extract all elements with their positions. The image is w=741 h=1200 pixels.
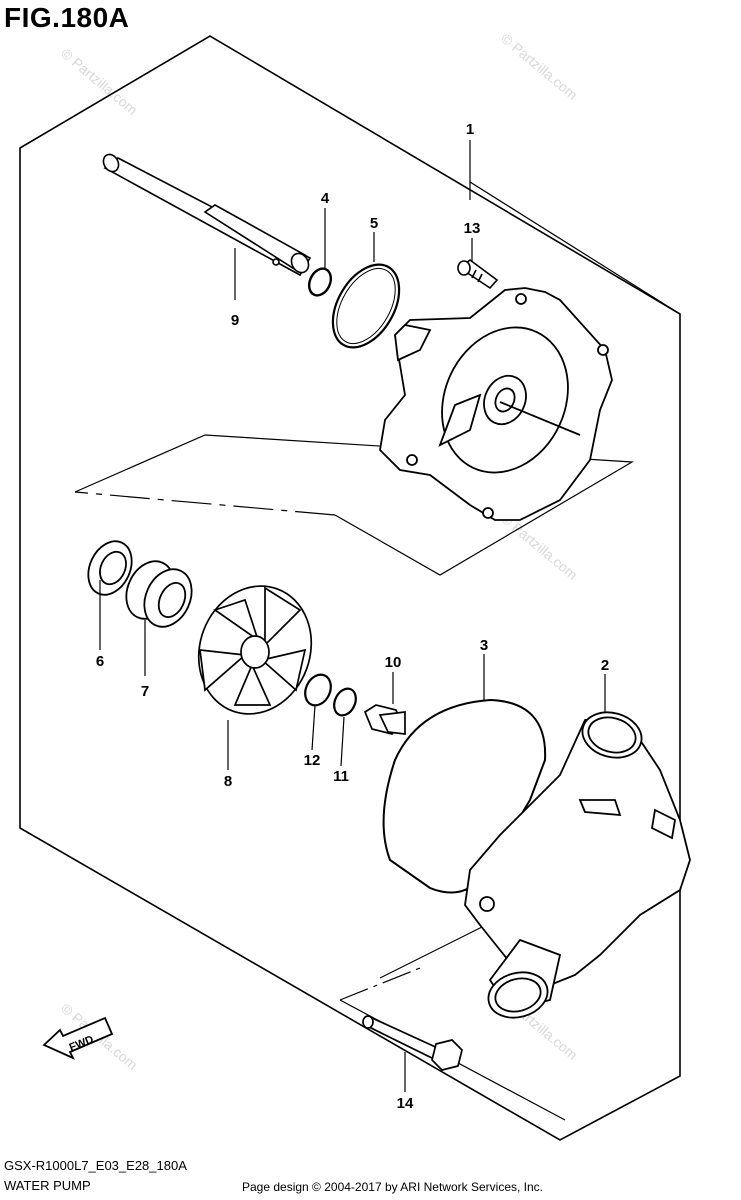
callout-10: 10 — [385, 654, 402, 671]
callout-14: 14 — [397, 1095, 414, 1112]
pump-body-part — [464, 711, 691, 1019]
assembly-boundary — [19, 35, 681, 1141]
leader-lines — [99, 140, 606, 1092]
bolt-part — [363, 704, 406, 735]
subassembly-lines — [74, 180, 681, 1121]
long-bolt-part — [362, 1015, 463, 1071]
impeller-part — [197, 585, 313, 715]
callout-11: 11 — [333, 768, 349, 785]
pump-cover-part — [379, 287, 613, 521]
callout-12: 12 — [304, 752, 321, 769]
callout-9: 9 — [231, 312, 239, 329]
figure-subtitle: WATER PUMP — [4, 1178, 91, 1193]
watermark: © Partzilla.com — [58, 45, 141, 118]
gasket-part — [382, 698, 547, 894]
callout-8: 8 — [224, 773, 232, 790]
copyright-notice: Page design © 2004-2017 by ARI Network S… — [242, 1180, 544, 1194]
washer-part — [304, 673, 332, 707]
callout-1: 1 — [466, 121, 474, 138]
watermark: © Partzilla.com — [498, 510, 581, 583]
oil-seal-part — [87, 540, 133, 596]
callout-13: 13 — [464, 220, 481, 237]
model-code: GSX-R1000L7_E03_E28_180A — [4, 1158, 187, 1173]
small-bolt-part — [457, 258, 499, 290]
callout-4: 4 — [321, 190, 330, 207]
watermark: © Partzilla.com — [498, 30, 581, 103]
callout-labels: 1 4 5 13 9 6 7 8 3 2 10 12 11 14 — [96, 121, 609, 1112]
callout-6: 6 — [96, 653, 104, 670]
mechanical-seal-part — [125, 560, 193, 628]
callout-3: 3 — [480, 637, 488, 654]
washer-part — [307, 267, 333, 297]
o-ring-part — [331, 263, 401, 349]
callout-7: 7 — [141, 683, 149, 700]
washer-part — [333, 687, 357, 717]
callout-2: 2 — [601, 657, 609, 674]
callout-5: 5 — [370, 215, 378, 232]
shaft-part — [102, 153, 312, 277]
figure-title: FIG.180A — [4, 2, 130, 33]
